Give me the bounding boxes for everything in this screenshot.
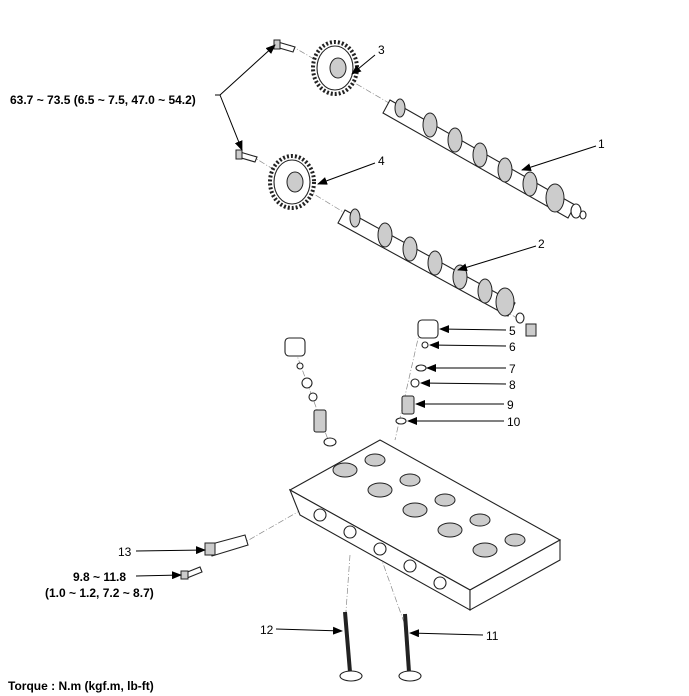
camshaft-exhaust — [382, 98, 587, 220]
callout-10: 10 — [507, 415, 521, 429]
callout-9: 9 — [507, 398, 514, 412]
torque-sprocket-bolts: 63.7 ~ 73.5 (6.5 ~ 7.5, 47.0 ~ 54.2) — [10, 93, 196, 107]
callout-4: 4 — [378, 154, 385, 168]
callout-12: 12 — [260, 623, 274, 637]
oil-control-valve — [204, 534, 249, 557]
callout-3: 3 — [378, 43, 385, 57]
callout-7: 7 — [509, 362, 516, 376]
ocv-bolt — [180, 566, 203, 580]
callout-2: 2 — [538, 237, 545, 251]
callout-11: 11 — [486, 629, 499, 643]
callout-5: 5 — [509, 324, 516, 338]
valves — [339, 611, 422, 682]
callout-13: 13 — [118, 545, 132, 559]
callout-8: 8 — [509, 378, 516, 392]
callout-6: 6 — [509, 340, 516, 354]
cvvt-intake-sprocket — [268, 154, 316, 210]
torque-unit-note: Torque : N.m (kgf.m, lb-ft) — [8, 679, 154, 693]
torque-ocv-bolt-line2: (1.0 ~ 1.2, 7.2 ~ 8.7) — [45, 586, 154, 600]
torque-ocv-bolt-line1: 9.8 ~ 11.8 — [73, 570, 126, 584]
sprocket-bolts — [235, 39, 296, 163]
callout-1: 1 — [598, 137, 605, 151]
valve-train-parts — [284, 319, 537, 447]
cvvt-exhaust-sprocket — [311, 40, 359, 96]
leader-lines — [135, 44, 597, 638]
camshaft-intake — [337, 208, 525, 324]
cylinder-head — [288, 439, 562, 611]
